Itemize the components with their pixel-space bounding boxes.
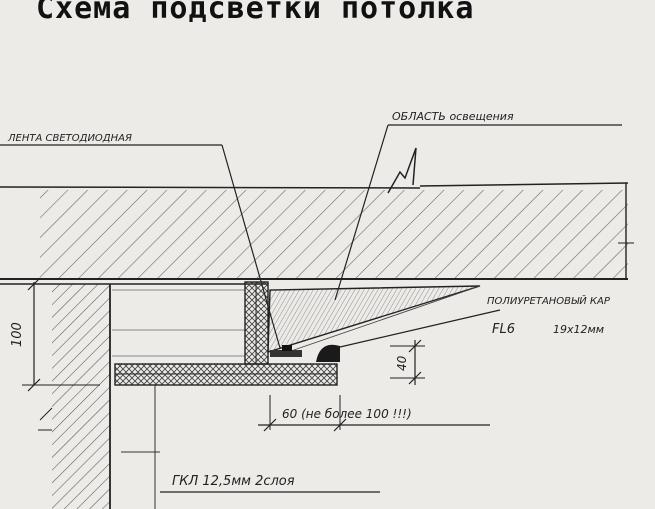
drywall-box (110, 281, 338, 509)
wall (0, 283, 111, 509)
leader-cornice (339, 309, 501, 348)
led-strip-label: ЛЕНТА СВЕТОДИОДНАЯ (7, 133, 132, 144)
diagram-title: Схема подсветки потолка (36, 0, 475, 26)
dimension-gap (390, 339, 425, 385)
light-zone-label: ОБЛАСТЬ освещения (392, 110, 514, 123)
dimension-gap-label: 40 (395, 355, 409, 371)
dimension-width-label: 60 (не более 100 !!!) (282, 407, 412, 421)
drywall-label: ГКЛ 12,5мм 2слоя (172, 474, 295, 489)
ceiling-slab (0, 147, 634, 280)
polyurethane-cornice (316, 344, 340, 362)
light-area (267, 285, 481, 353)
led-strip (270, 345, 302, 357)
cornice-label: ПОЛИУРЕТАНОВЫЙ КАР (487, 294, 611, 307)
dimension-width (258, 395, 490, 432)
leader-light-diag (334, 124, 389, 301)
leader-led-diag (221, 144, 281, 349)
dimension-height-label: 100 (10, 322, 25, 347)
dimension-height (22, 277, 100, 431)
cornice-size-label: 19x12мм (553, 323, 604, 336)
cornice-code-label: FL6 (492, 322, 515, 337)
